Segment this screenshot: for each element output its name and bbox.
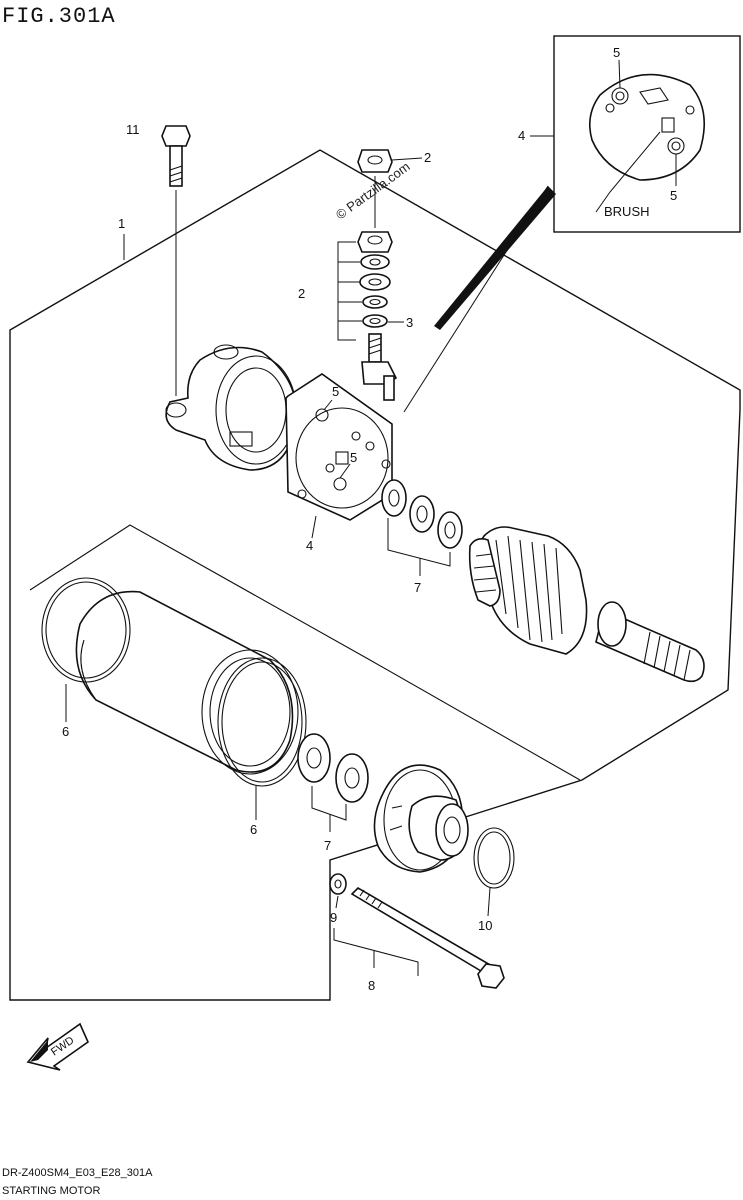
callout-7-upper: 7 bbox=[414, 580, 421, 595]
brush-label: BRUSH bbox=[604, 204, 650, 219]
leader-9 bbox=[335, 895, 339, 909]
terminal-washer-a bbox=[360, 254, 390, 270]
washer-9 bbox=[329, 873, 347, 895]
o-ring-10 bbox=[473, 827, 515, 889]
bracket-7-lower bbox=[311, 786, 347, 821]
front-end-housing bbox=[373, 764, 469, 873]
terminal-washer-b bbox=[359, 273, 391, 291]
inset-box bbox=[553, 35, 741, 233]
brush-leader bbox=[595, 131, 661, 213]
terminal-bolt bbox=[361, 333, 398, 401]
washer-7a bbox=[381, 479, 407, 517]
terminal-washer-d bbox=[362, 314, 388, 328]
leader-4-main bbox=[311, 515, 317, 539]
inset-callout-5-bottom: 5 bbox=[670, 188, 677, 203]
callout-7-lower: 7 bbox=[324, 838, 331, 853]
washer-7e bbox=[335, 753, 369, 803]
o-ring-6-right bbox=[217, 657, 307, 787]
bracket-8 bbox=[333, 928, 419, 976]
callout-4-inset: 4 bbox=[518, 128, 525, 143]
assembly-lower-outline bbox=[29, 524, 581, 781]
rear-end-housing bbox=[165, 344, 298, 471]
figure-title: FIG.301A bbox=[2, 4, 116, 29]
motor-yoke bbox=[75, 590, 299, 775]
washer-7b bbox=[409, 495, 435, 533]
terminal-washer-c bbox=[362, 295, 388, 309]
inset-brush-holder bbox=[589, 73, 706, 181]
callout-8: 8 bbox=[368, 978, 375, 993]
inset-pointer bbox=[434, 186, 556, 330]
callout-11: 11 bbox=[126, 122, 140, 137]
o-ring-6-left bbox=[41, 577, 131, 683]
callout-6-left: 6 bbox=[62, 724, 69, 739]
bracket-2 bbox=[337, 241, 356, 341]
leader-2-top bbox=[391, 157, 423, 161]
inset-callout-5-top: 5 bbox=[613, 45, 620, 60]
callout-5-upper: 5 bbox=[332, 384, 339, 399]
terminal-nut-2 bbox=[357, 231, 393, 253]
callout-4-main: 4 bbox=[306, 538, 313, 553]
leader-10 bbox=[487, 887, 491, 917]
bracket-7-upper bbox=[387, 518, 451, 567]
brush-plate bbox=[285, 373, 393, 521]
assembly-outline bbox=[9, 149, 741, 1001]
through-bolt-8 bbox=[350, 886, 505, 989]
fwd-arrow-icon: FWD bbox=[26, 1022, 89, 1071]
callout-3: 3 bbox=[406, 315, 413, 330]
callout-6-right: 6 bbox=[250, 822, 257, 837]
leader-5-lower bbox=[339, 463, 351, 479]
callout-2-top: 2 bbox=[424, 150, 431, 165]
bolt-11 bbox=[161, 125, 191, 187]
inset-leader-top bbox=[618, 59, 621, 89]
armature bbox=[468, 526, 705, 683]
callout-9: 9 bbox=[330, 910, 337, 925]
leader-5-upper bbox=[323, 399, 333, 411]
washer-7d bbox=[297, 733, 331, 783]
figure-code: DR-Z400SM4_E03_E28_301A bbox=[2, 1167, 153, 1179]
terminal-nut-top bbox=[357, 149, 393, 173]
callout-5-lower: 5 bbox=[350, 450, 357, 465]
figure-caption: STARTING MOTOR bbox=[2, 1185, 100, 1197]
inset-pointer-line bbox=[403, 185, 549, 413]
washer-7c bbox=[437, 511, 463, 549]
callout-2-left: 2 bbox=[298, 286, 305, 301]
callout-1: 1 bbox=[118, 216, 125, 231]
callout-10: 10 bbox=[478, 918, 492, 933]
